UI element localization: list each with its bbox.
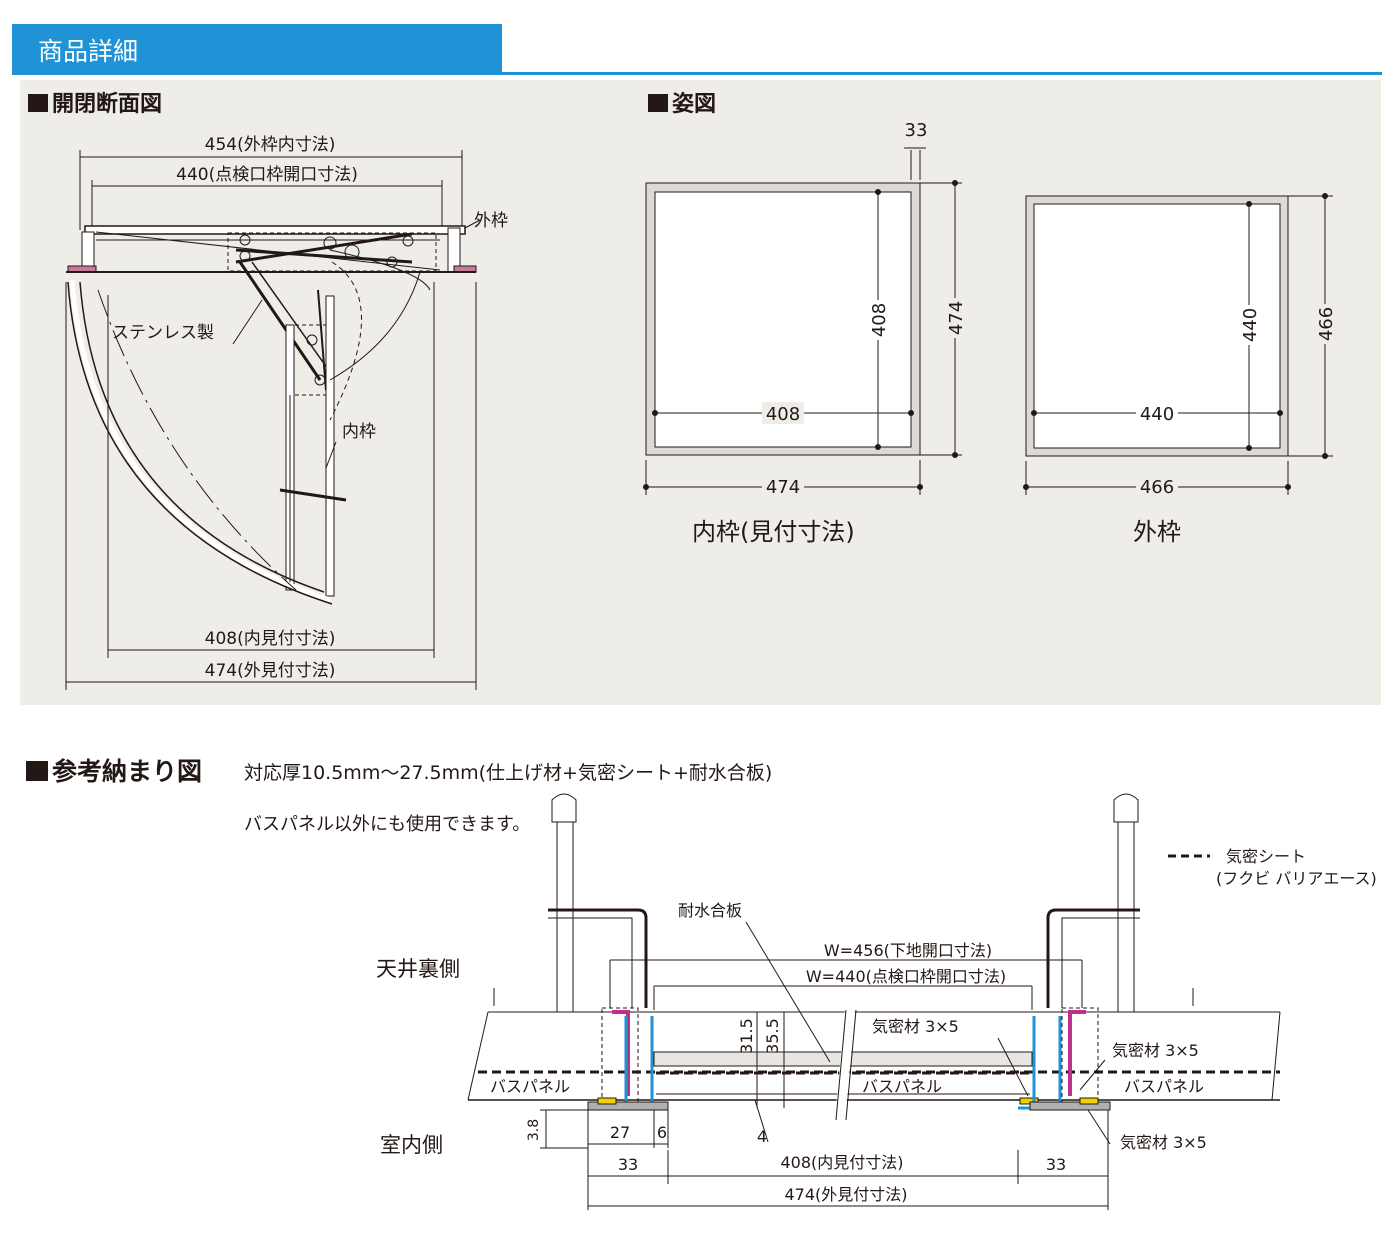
label-408: 408(内見付寸法) <box>205 629 336 649</box>
right-hanger-bolt <box>1046 793 1140 1013</box>
label-inner-h-in: 408 <box>869 303 890 337</box>
label-inner-frame: 内枠 <box>342 422 376 442</box>
label-outer-h-out: 466 <box>1316 307 1337 341</box>
label-35-5: 35.5 <box>763 1018 782 1054</box>
label-474-bottom: 474(外見付寸法) <box>784 1185 907 1204</box>
label-outer-h-in: 440 <box>1240 308 1261 342</box>
label-33-right: 33 <box>1046 1155 1066 1174</box>
cross-section-drawing <box>65 150 481 690</box>
label-inner-w-out: 474 <box>766 477 800 498</box>
label-454: 454(外枠内寸法) <box>205 135 336 155</box>
section-title-installation: 参考納まり図 <box>26 752 202 788</box>
label-31-5: 31.5 <box>737 1018 756 1054</box>
label-w456: W=456(下地開口寸法) <box>824 941 992 960</box>
label-seal-bottom: 気密材 3×5 <box>1120 1133 1207 1152</box>
caption-outer-frame: 外枠 <box>1133 518 1181 546</box>
installation-labels: 気密シート (フクビ バリアエース) 耐水合板 天井裏側 室内側 W=456(下… <box>376 847 1377 1204</box>
label-outer-w-out: 466 <box>1140 477 1174 498</box>
label-inner-top: 33 <box>905 120 928 141</box>
right-outer-frame <box>447 227 461 273</box>
label-inner-w-in: 408 <box>766 404 800 425</box>
header-title: 商品詳細 <box>38 37 139 66</box>
header-bar: 商品詳細 <box>12 24 502 72</box>
label-ceiling-side: 天井裏側 <box>376 957 460 981</box>
label-stainless: ステンレス製 <box>112 323 214 343</box>
label-3-8: 3.8 <box>526 1119 542 1141</box>
label-panel-left: バスパネル <box>490 1077 570 1096</box>
thickness-note: 対応厚10.5mm〜27.5mm(仕上げ材+気密シート+耐水合板) <box>244 762 773 784</box>
outer-frame-elevation-labels: 440 440 466 466 <box>1136 304 1337 498</box>
label-outer-frame: 外枠 <box>474 211 508 231</box>
top-panel <box>84 225 466 235</box>
label-seal-right: 気密材 3×5 <box>1112 1041 1199 1060</box>
legend-sheet: 気密シート <box>1226 847 1306 866</box>
usage-note: バスパネル以外にも使用できます。 <box>244 814 531 835</box>
label-room-side: 室内側 <box>380 1133 443 1157</box>
label-outer-w-in: 440 <box>1140 404 1174 425</box>
left-hanger-bolt <box>548 793 648 1013</box>
outer-frame-elevation <box>1023 193 1333 495</box>
label-33-left: 33 <box>618 1155 638 1174</box>
label-408-bottom: 408(内見付寸法) <box>780 1153 903 1172</box>
cross-section-labels: 454(外枠内寸法) 440(点検口枠開口寸法) 外枠 ステンレス製 内枠 40… <box>112 135 508 681</box>
inner-frame-elevation <box>643 147 962 495</box>
label-plywood: 耐水合板 <box>678 901 742 920</box>
caption-inner-frame: 内枠(見付寸法) <box>692 518 855 546</box>
label-440: 440(点検口枠開口寸法) <box>176 165 358 185</box>
header-underline <box>12 72 1382 75</box>
label-4: 4 <box>757 1127 767 1146</box>
label-6: 6 <box>657 1123 667 1142</box>
label-panel-mid: バスパネル <box>862 1077 942 1096</box>
label-w440: W=440(点検口枠開口寸法) <box>806 967 1006 986</box>
section-title-cross-section: 開閉断面図 <box>28 86 162 118</box>
label-27: 27 <box>610 1123 630 1142</box>
hinge-bracket <box>227 232 437 272</box>
label-seal-mid: 気密材 3×5 <box>872 1017 959 1036</box>
installation-drawing <box>467 793 1281 1210</box>
section-title-elevation: 姿図 <box>648 86 716 118</box>
label-474: 474(外見付寸法) <box>205 661 336 681</box>
inner-frame-right <box>325 295 335 597</box>
label-inner-h-out: 474 <box>946 301 967 335</box>
legend-sheet-brand: (フクビ バリアエース) <box>1216 869 1377 888</box>
inner-frame-elevation-labels: 408 33 408 474 474 <box>762 120 967 498</box>
label-panel-right: バスパネル <box>1124 1077 1204 1096</box>
